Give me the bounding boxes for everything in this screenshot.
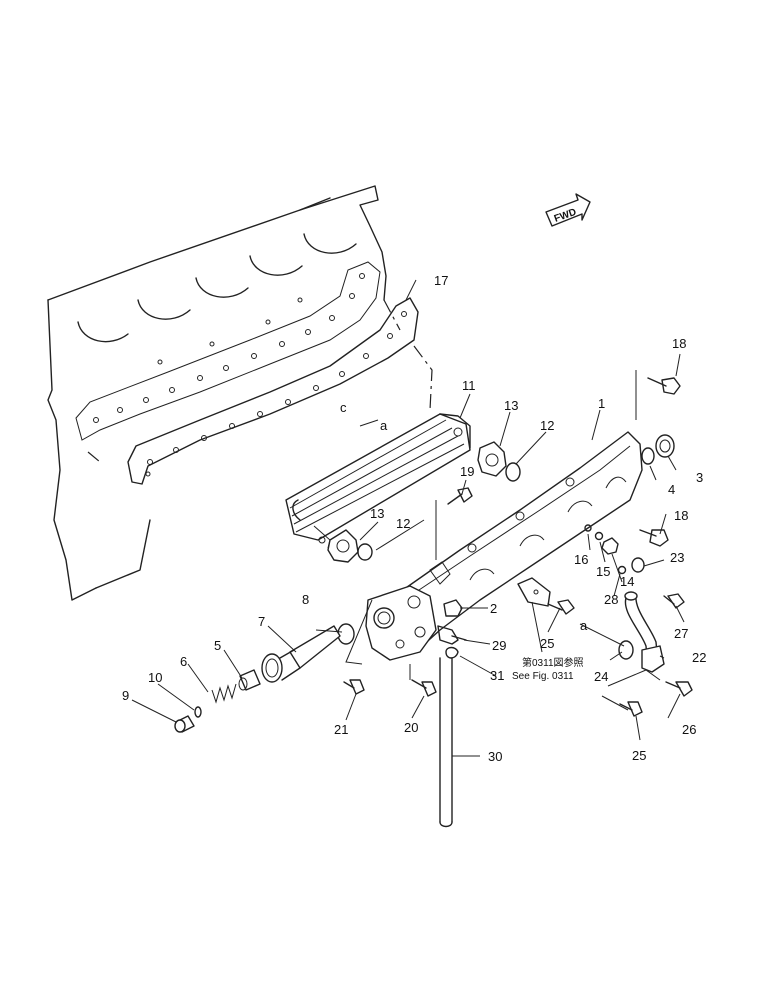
label-6: 6: [180, 654, 187, 669]
label-16: 16: [574, 552, 588, 567]
label-31: 31: [490, 668, 504, 683]
pipe-22: [624, 591, 665, 673]
label-15: 15: [596, 564, 610, 579]
valve-7: [261, 625, 341, 683]
label-18-lower: 18: [674, 508, 688, 523]
gasket-13-upper: [477, 441, 507, 477]
o-ring-12-upper: [505, 462, 521, 482]
engine-block: [47, 185, 433, 601]
label-25-upper: 25: [540, 636, 554, 651]
label-23: 23: [670, 550, 684, 565]
label-13-lower: 13: [370, 506, 384, 521]
label-5: 5: [214, 638, 221, 653]
bracket-plate: [517, 577, 551, 607]
gasket-17: [127, 297, 419, 485]
label-21: 21: [334, 722, 348, 737]
label-28: 28: [604, 592, 618, 607]
bolt-20: [411, 679, 437, 697]
ref-a-upper: a: [380, 418, 388, 433]
label-29: 29: [492, 638, 506, 653]
ref-a-lower: a: [580, 618, 588, 633]
label-4: 4: [668, 482, 675, 497]
label-18-upper: 18: [672, 336, 686, 351]
label-12-lower: 12: [396, 516, 410, 531]
label-19: 19: [460, 464, 474, 479]
gasket-13-lower: [327, 529, 359, 563]
bolt-21: [343, 679, 365, 695]
label-27: 27: [674, 626, 688, 641]
tube-30: [439, 657, 453, 828]
plug-9: [174, 715, 195, 733]
label-20: 20: [404, 720, 418, 735]
label-25-lower: 25: [632, 748, 646, 763]
label-17: 17: [434, 273, 448, 288]
ref-c: c: [340, 400, 347, 415]
leader-lines: [131, 279, 685, 757]
oil-cooler-cover: [365, 431, 643, 661]
label-7: 7: [258, 614, 265, 629]
label-3: 3: [696, 470, 703, 485]
bolt-25-lower: [619, 701, 643, 717]
bolt-19: [447, 487, 473, 505]
label-11: 11: [462, 378, 476, 393]
bolt-18-lower: [639, 529, 669, 547]
spring-6: [211, 683, 237, 704]
plug-3: [655, 434, 675, 458]
label-2: 2: [490, 601, 497, 616]
label-26: 26: [682, 722, 696, 737]
plug-2: [443, 599, 463, 617]
label-14: 14: [620, 574, 634, 589]
clamp-31: [445, 646, 459, 659]
label-22: 22: [692, 650, 706, 665]
bolt-18-upper: [647, 377, 681, 395]
bolt-27: [663, 593, 685, 609]
o-ring-12-lower: [357, 543, 373, 561]
o-ring-8: [337, 623, 355, 645]
label-1: 1: [598, 396, 605, 411]
label-13-upper: 13: [504, 398, 518, 413]
washer-28: [617, 565, 627, 575]
bolt-25-upper: [547, 599, 575, 615]
washer-16: [584, 524, 592, 532]
fwd-arrow: FWD: [545, 193, 591, 227]
valve-5: [238, 669, 261, 691]
o-ring-24: [618, 640, 634, 660]
label-8: 8: [302, 592, 309, 607]
label-30: 30: [488, 749, 502, 764]
label-10: 10: [148, 670, 162, 685]
label-12-upper: 12: [540, 418, 554, 433]
elbow-29: [437, 625, 467, 645]
bolt-26: [665, 681, 693, 697]
oil-cooler-element: [285, 413, 471, 549]
washer-10: [194, 706, 202, 718]
label-24: 24: [594, 669, 608, 684]
nut-14: [601, 537, 619, 555]
o-ring-4: [641, 447, 655, 465]
see-fig-note: See Fig. 0311: [512, 671, 574, 682]
washer-15: [594, 531, 604, 541]
see-fig-japanese: 第0311図参照: [522, 656, 584, 669]
label-9: 9: [122, 688, 129, 703]
o-ring-23: [631, 557, 645, 573]
